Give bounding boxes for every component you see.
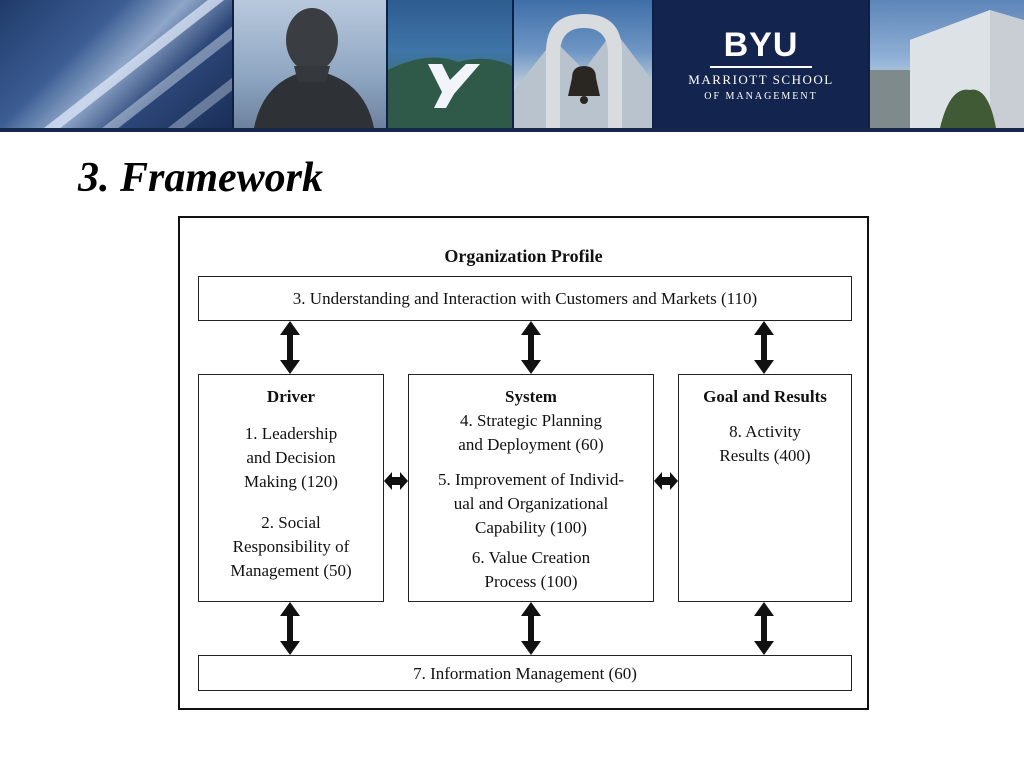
arrow-driver-system bbox=[384, 472, 408, 490]
school-subtitle: OF MANAGEMENT bbox=[704, 91, 818, 102]
framework-diagram: Organization Profile 3. Understanding an… bbox=[178, 216, 869, 710]
byu-logo-text: BYU bbox=[723, 26, 799, 64]
arrow-system-goal bbox=[654, 472, 678, 490]
system-box: System 4. Strategic Planning and Deploym… bbox=[408, 374, 654, 602]
system-item-strategic-planning: 4. Strategic Planning and Deployment (60… bbox=[409, 409, 653, 457]
banner-photo-building bbox=[0, 0, 232, 128]
system-item5-line2: ual and Organizational bbox=[453, 494, 609, 513]
driver-box: Driver 1. Leadership and Decision Making… bbox=[198, 374, 384, 602]
goal-results-box: Goal and Results 8. Activity Results (40… bbox=[678, 374, 852, 602]
information-management-box: 7. Information Management (60) bbox=[198, 655, 852, 691]
driver-title: Driver bbox=[266, 387, 316, 406]
system-item4-line2: and Deployment (60) bbox=[458, 435, 604, 454]
organization-profile-heading: Organization Profile bbox=[444, 246, 603, 266]
system-item5-line3: Capability (100) bbox=[475, 518, 587, 537]
system-item6-line1: 6. Value Creation bbox=[471, 548, 591, 567]
banner-photo-bell-arch bbox=[514, 0, 652, 128]
banner-divider bbox=[0, 128, 1024, 132]
system-item-value-creation: 6. Value Creation Process (100) bbox=[409, 546, 653, 594]
arrow-customers-system bbox=[521, 321, 541, 374]
byu-marriott-logo: BYU MARRIOTT SCHOOL OF MANAGEMENT bbox=[654, 0, 868, 128]
banner-photo-statue bbox=[234, 0, 386, 128]
arrow-goal-infomgmt bbox=[754, 602, 774, 655]
logo-divider bbox=[710, 66, 812, 68]
driver-item1-line1: 1. Leadership bbox=[244, 424, 338, 443]
driver-item2-line3: Management (50) bbox=[230, 561, 352, 580]
system-item6-line2: Process (100) bbox=[484, 572, 578, 591]
header-banner: BYU MARRIOTT SCHOOL OF MANAGEMENT bbox=[0, 0, 1024, 132]
driver-item1-line3: Making (120) bbox=[244, 472, 338, 491]
driver-item1-line2: and Decision bbox=[246, 448, 336, 467]
arrow-customers-goal bbox=[754, 321, 774, 374]
driver-item-leadership: 1. Leadership and Decision Making (120) bbox=[199, 422, 383, 494]
arrow-driver-infomgmt bbox=[280, 602, 300, 655]
arrow-customers-driver bbox=[280, 321, 300, 374]
system-item4-line1: 4. Strategic Planning bbox=[459, 411, 603, 430]
goal-item8-line1: 8. Activity bbox=[729, 422, 801, 441]
customers-markets-label: 3. Understanding and Interaction with Cu… bbox=[292, 289, 758, 308]
system-item-capability-improvement: 5. Improvement of Individ- ual and Organ… bbox=[409, 468, 653, 540]
driver-item2-line2: Responsibility of bbox=[232, 537, 350, 556]
customers-markets-box: 3. Understanding and Interaction with Cu… bbox=[198, 276, 852, 321]
goal-item-activity-results: 8. Activity Results (400) bbox=[679, 420, 851, 468]
banner-photo-mountain-y bbox=[388, 0, 512, 128]
information-management-label: 7. Information Management (60) bbox=[413, 664, 637, 683]
driver-item-social-responsibility: 2. Social Responsibility of Management (… bbox=[199, 511, 383, 583]
driver-item2-line1: 2. Social bbox=[261, 513, 321, 532]
system-item5-line1: 5. Improvement of Individ- bbox=[437, 470, 624, 489]
goal-results-title: Goal and Results bbox=[703, 387, 827, 406]
goal-item8-line2: Results (400) bbox=[719, 446, 811, 465]
banner-photo-tower bbox=[870, 0, 1024, 128]
slide-title: 3. Framework bbox=[78, 155, 324, 201]
school-name: MARRIOTT SCHOOL bbox=[688, 72, 834, 87]
system-title: System bbox=[505, 387, 557, 406]
arrow-system-infomgmt bbox=[521, 602, 541, 655]
